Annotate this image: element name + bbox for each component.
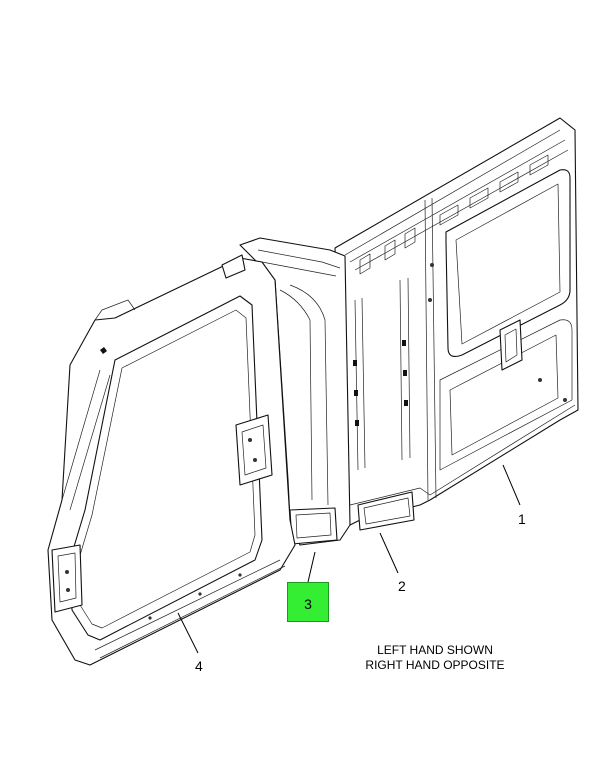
callout-3-highlight[interactable]: 3 xyxy=(287,582,329,622)
leader-line-2 xyxy=(379,532,399,574)
callout-3: 3 xyxy=(304,596,312,612)
rear-side-panel xyxy=(334,117,579,531)
callout-1[interactable]: 1 xyxy=(518,511,526,527)
leader-line-4 xyxy=(177,612,199,654)
b-pillar-section xyxy=(239,237,351,546)
front-door-frame xyxy=(47,254,296,666)
leader-line-3 xyxy=(307,551,316,583)
note-line-2: RIGHT HAND OPPOSITE xyxy=(365,658,505,672)
leader-lines xyxy=(177,464,521,654)
leader-line-1 xyxy=(502,464,521,506)
orientation-note: LEFT HAND SHOWN RIGHT HAND OPPOSITE xyxy=(340,643,530,673)
note-line-1: LEFT HAND SHOWN xyxy=(377,643,493,657)
callout-4[interactable]: 4 xyxy=(195,658,203,674)
callout-2[interactable]: 2 xyxy=(398,578,406,594)
